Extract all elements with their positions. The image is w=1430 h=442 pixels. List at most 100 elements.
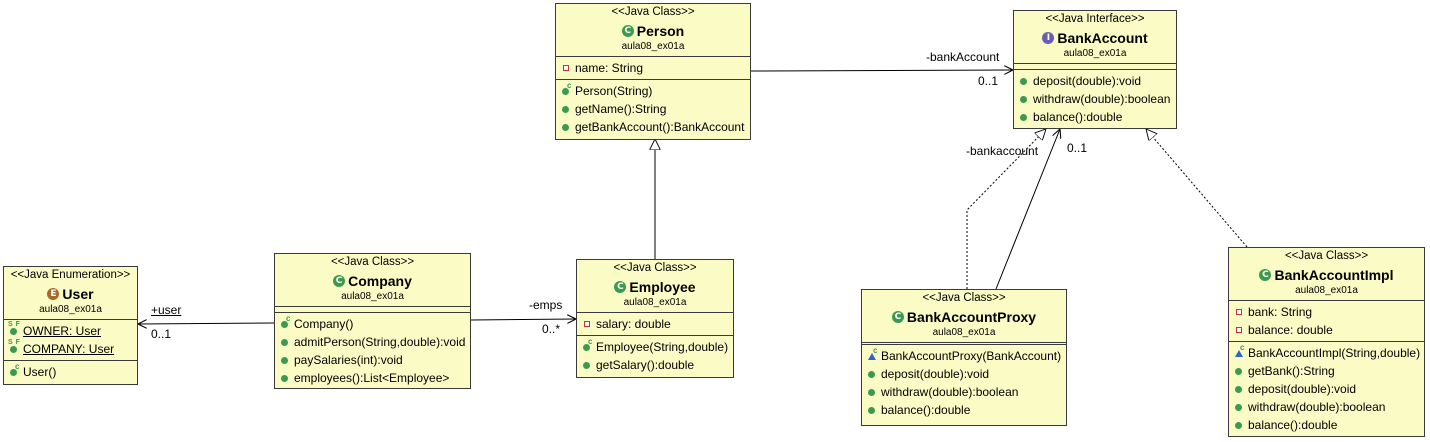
multiplicity-label-bankaccount: 0..1	[978, 74, 999, 88]
methods-section: BankAccountImpl(String,double) getBank()…	[1229, 341, 1424, 436]
public-constructor-icon	[280, 314, 290, 329]
attributes-section: name: String	[556, 56, 750, 79]
class-icon: C	[891, 311, 904, 323]
method-item[interactable]: balance():double	[1229, 416, 1424, 434]
public-method-icon	[867, 387, 877, 397]
interface-name: BankAccount	[1057, 30, 1148, 46]
methods-section: Person(String) getName():String getBankA…	[556, 79, 750, 138]
class-icon: C	[1259, 269, 1272, 281]
package-name: aula08_ex01a	[623, 297, 687, 308]
role-label-emps: -emps	[529, 298, 563, 312]
association-company-user	[138, 323, 275, 324]
methods-section: BankAccountProxy(BankAccount) deposit(do…	[862, 342, 1066, 421]
package-name: aula08_ex01a	[932, 327, 996, 338]
public-constructor-icon	[9, 362, 19, 377]
package-name: aula08_ex01a	[621, 41, 685, 52]
multiplicity-label-emps: 0..*	[542, 322, 561, 336]
public-method-icon	[280, 355, 290, 365]
interface-icon: I	[1042, 32, 1055, 44]
method-item[interactable]: employees():List<Employee>	[275, 369, 470, 387]
attribute-item[interactable]: salary: double	[577, 315, 733, 333]
method-item[interactable]: withdraw(double):boolean	[1014, 90, 1176, 108]
class-icon: C	[621, 25, 634, 37]
public-method-icon	[280, 337, 290, 347]
public-method-icon	[1019, 112, 1029, 122]
stereotype: <<Java Class>>	[613, 262, 697, 274]
stereotype: <<Java Enumeration>>	[10, 269, 131, 281]
method-item[interactable]: getSalary():double	[577, 356, 733, 374]
public-method-icon	[1234, 366, 1244, 376]
role-label-bankaccount: -bankAccount	[926, 50, 1000, 64]
public-method-icon	[1234, 384, 1244, 394]
realization-impl-bankaccount	[1146, 129, 1248, 248]
method-item[interactable]: paySalaries(int):void	[275, 351, 470, 369]
class-icon: C	[614, 281, 627, 293]
method-item[interactable]: getName():String	[556, 100, 750, 118]
stereotype: <<Java Class>>	[611, 6, 695, 18]
public-method-icon	[1019, 94, 1029, 104]
stereotype: <<Java Class>>	[330, 256, 415, 268]
method-item[interactable]: Person(String)	[556, 81, 750, 100]
methods-section: Company() admitPerson(String,double):voi…	[275, 312, 470, 389]
method-item[interactable]: Company()	[275, 314, 470, 333]
association-proxy-bankaccount	[995, 129, 1060, 290]
package-name: aula08_ex01a	[1063, 48, 1127, 59]
attributes-section: salary: double	[577, 312, 733, 335]
association-company-employee	[470, 319, 576, 320]
method-item[interactable]: balance():double	[1014, 108, 1176, 126]
public-method-icon	[280, 373, 290, 383]
methods-section: User()	[4, 360, 137, 383]
private-field-icon	[1234, 307, 1244, 317]
stereotype: <<Java Class>>	[1284, 250, 1369, 262]
enum-constant[interactable]: COMPANY: User	[4, 339, 137, 358]
method-item[interactable]: getBank():String	[1229, 362, 1424, 380]
attribute-item[interactable]: balance: double	[1229, 321, 1424, 339]
class-icon: C	[333, 275, 346, 287]
stereotype: <<Java Interface>>	[1045, 13, 1145, 25]
method-item[interactable]: BankAccountImpl(String,double)	[1229, 343, 1424, 362]
methods-section: deposit(double):void withdraw(double):bo…	[1014, 69, 1176, 128]
static-final-icon	[8, 321, 23, 336]
public-method-icon	[1234, 420, 1244, 430]
class-name: Person	[636, 23, 685, 39]
method-item[interactable]: BankAccountProxy(BankAccount)	[862, 346, 1066, 365]
public-constructor-icon	[561, 81, 571, 96]
attribute-item[interactable]: bank: String	[1229, 303, 1424, 321]
method-item[interactable]: Employee(String,double)	[577, 337, 733, 356]
private-field-icon	[582, 319, 592, 329]
class-name: Company	[348, 273, 412, 289]
private-field-icon	[1234, 325, 1244, 335]
method-item[interactable]: getBankAccount():BankAccount	[556, 118, 750, 136]
association-person-bankaccount	[749, 70, 1013, 71]
public-method-icon	[561, 104, 571, 114]
public-method-icon	[867, 405, 877, 415]
role-label-user: +user	[151, 303, 182, 317]
method-item[interactable]: balance():double	[862, 401, 1066, 419]
package-name: aula08_ex01a	[1295, 285, 1358, 296]
method-item[interactable]: User()	[4, 362, 137, 381]
method-item[interactable]: withdraw(double):boolean	[862, 383, 1066, 401]
public-method-icon	[582, 360, 592, 370]
class-name: BankAccountImpl	[1274, 267, 1394, 283]
static-final-icon	[8, 339, 23, 354]
stereotype: <<Java Class>>	[922, 292, 1006, 304]
class-name: Employee	[629, 279, 696, 295]
method-item[interactable]: deposit(double):void	[1014, 72, 1176, 90]
package-constructor-icon	[867, 346, 877, 361]
method-item[interactable]: admitPerson(String,double):void	[275, 333, 470, 351]
public-constructor-icon	[582, 337, 592, 352]
method-item[interactable]: deposit(double):void	[1229, 380, 1424, 398]
package-name: aula08_ex01a	[39, 304, 102, 315]
method-item[interactable]: deposit(double):void	[862, 365, 1066, 383]
attribute-item[interactable]: name: String	[556, 59, 750, 77]
method-item[interactable]: withdraw(double):boolean	[1229, 398, 1424, 416]
enum-constant[interactable]: OWNER: User	[4, 321, 137, 340]
